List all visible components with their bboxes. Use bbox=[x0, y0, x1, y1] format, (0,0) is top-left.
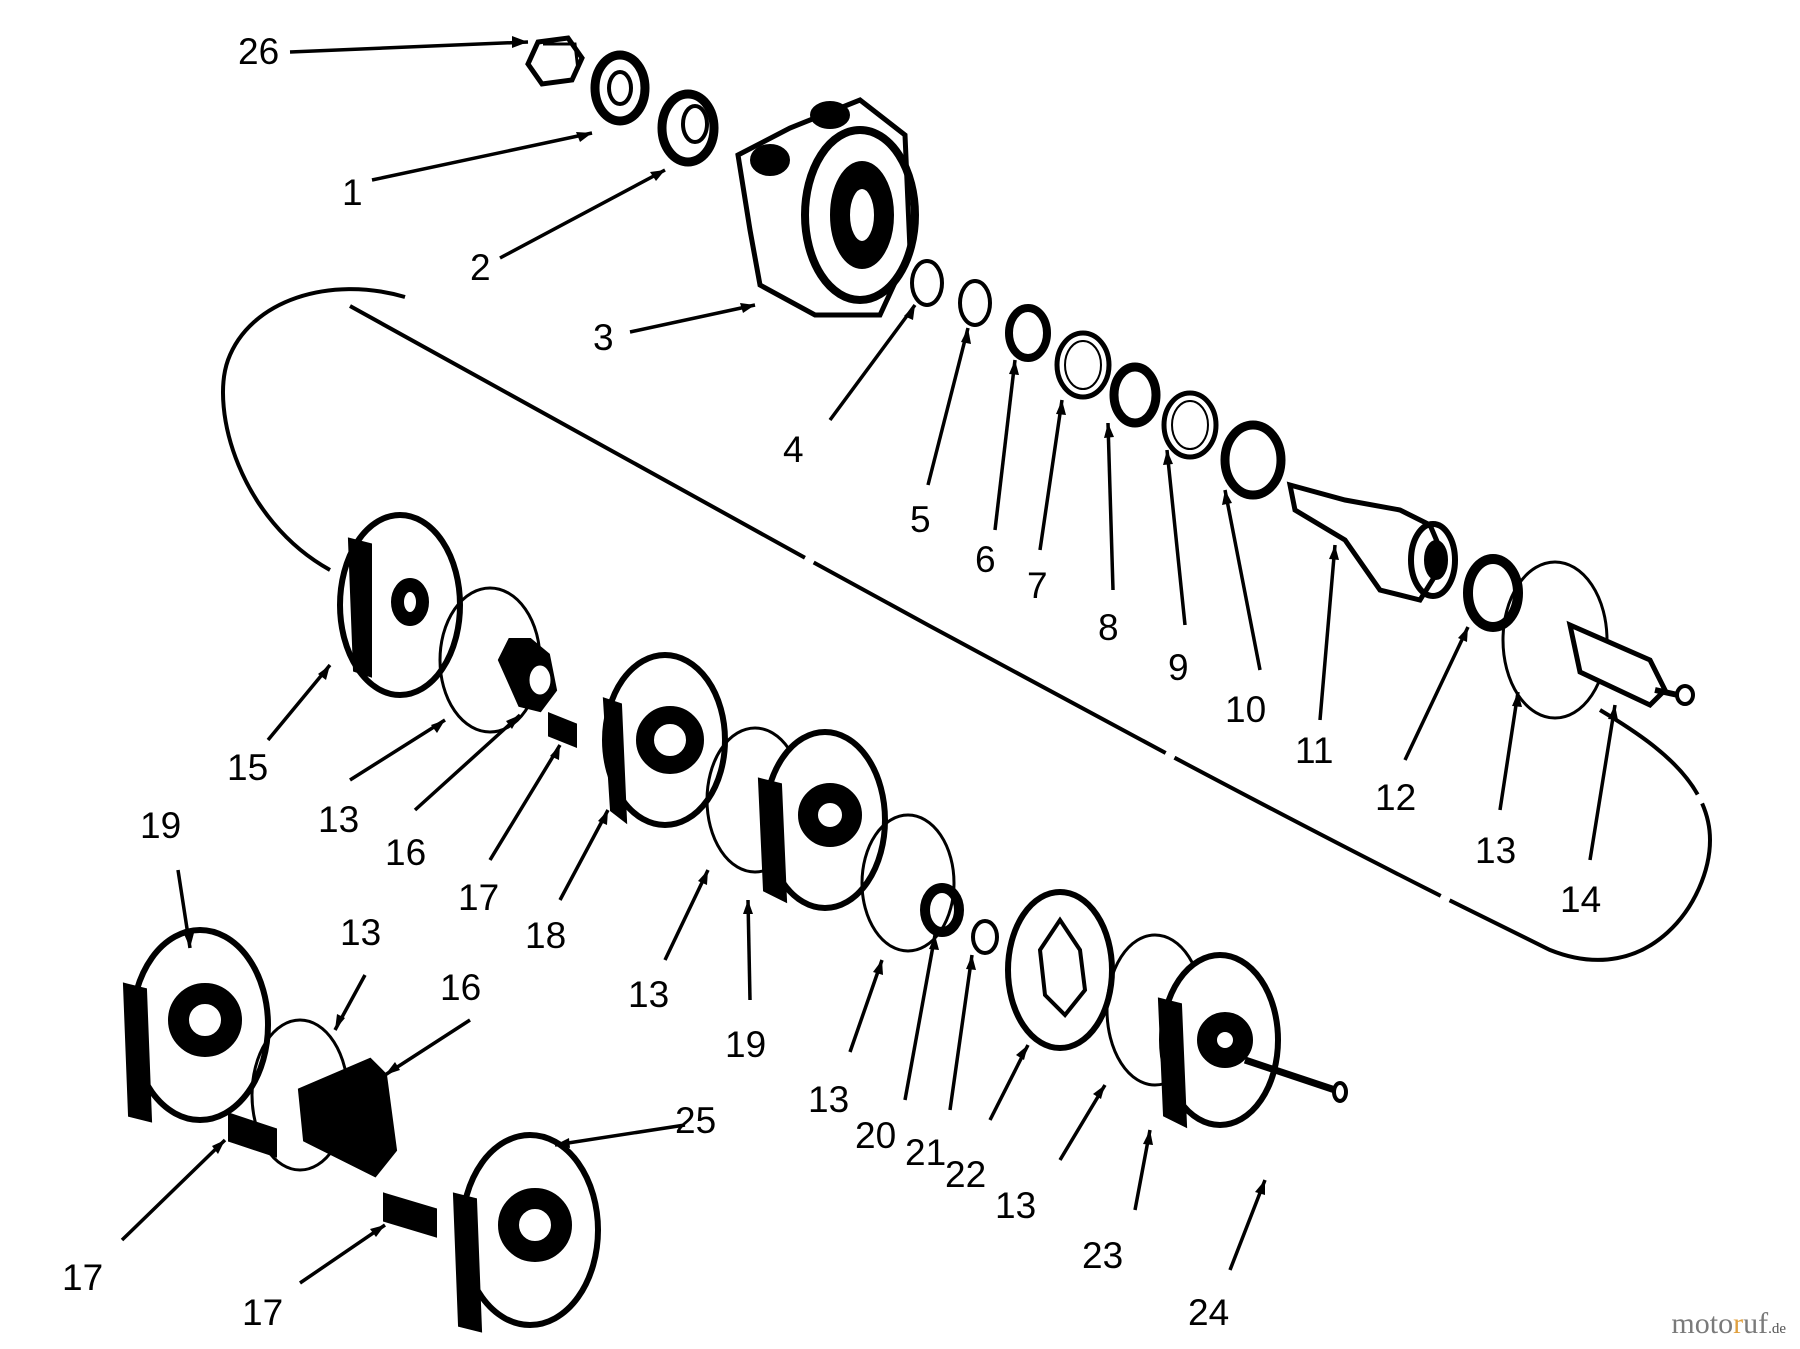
callout-19-left: 19 bbox=[140, 805, 181, 846]
part-2-bearing bbox=[657, 89, 719, 167]
callout-17-a: 17 bbox=[458, 877, 499, 918]
callout-14: 14 bbox=[1560, 879, 1601, 920]
part-22-ring-gear bbox=[1005, 889, 1115, 1051]
part-21-o-ring bbox=[971, 919, 999, 955]
callout-21: 21 bbox=[905, 1132, 946, 1173]
part-12-bearing bbox=[1463, 554, 1523, 632]
callout-11: 11 bbox=[1295, 730, 1333, 771]
part-24-bolt bbox=[1243, 1056, 1348, 1103]
callout-13-right: 13 bbox=[1475, 830, 1516, 871]
part-17-pin-a bbox=[548, 712, 577, 748]
part-5-o-ring bbox=[958, 279, 992, 327]
callout-25: 25 bbox=[675, 1100, 716, 1141]
callout-24: 24 bbox=[1188, 1292, 1229, 1333]
watermark-part1: moto bbox=[1671, 1307, 1734, 1340]
callout-3: 3 bbox=[593, 317, 614, 358]
part-8-seal-ring bbox=[1109, 362, 1161, 428]
part-4-o-ring bbox=[910, 259, 944, 307]
watermark-part3: uf bbox=[1743, 1307, 1769, 1340]
callout-26: 26 bbox=[238, 31, 279, 72]
part-17-pin-b bbox=[228, 1112, 277, 1158]
callout-13-c: 13 bbox=[808, 1079, 849, 1120]
part-16-gear-a bbox=[497, 638, 558, 713]
part-6-backup-ring bbox=[1005, 304, 1051, 362]
callout-12: 12 bbox=[1375, 777, 1416, 818]
callout-17-b: 17 bbox=[62, 1257, 103, 1298]
dashed-assembly-loop bbox=[221, 287, 1713, 962]
callout-13-b: 13 bbox=[628, 974, 669, 1015]
part-19-rotor-left bbox=[122, 927, 271, 1123]
callout-4: 4 bbox=[783, 429, 804, 470]
part-17-pin-c bbox=[383, 1192, 437, 1238]
part-19-rotor-center bbox=[757, 729, 888, 911]
callout-13-d: 13 bbox=[995, 1185, 1036, 1226]
part-11-shaft bbox=[1286, 481, 1458, 603]
callout-7: 7 bbox=[1027, 565, 1048, 606]
callout-2: 2 bbox=[470, 247, 491, 288]
watermark-logo: motoruf.de bbox=[1671, 1307, 1786, 1341]
part-23-end-cover bbox=[1157, 952, 1281, 1129]
callout-19-center: 19 bbox=[725, 1024, 766, 1065]
callout-15: 15 bbox=[227, 747, 268, 788]
callout-5: 5 bbox=[910, 499, 931, 540]
callout-17-c: 17 bbox=[242, 1292, 283, 1333]
part-15-end-plate bbox=[337, 512, 463, 698]
part-18-rotor-set bbox=[602, 652, 728, 828]
leader-arrowheads bbox=[184, 36, 1618, 1237]
part-20-bearing bbox=[920, 883, 964, 937]
leader-lines bbox=[120, 40, 1617, 1285]
callout-13-e: 13 bbox=[340, 912, 381, 953]
part-26-hex-nut bbox=[525, 35, 585, 87]
part-25-rotor bbox=[452, 1132, 601, 1333]
part-13-seal-c bbox=[860, 813, 956, 953]
callout-8: 8 bbox=[1098, 607, 1119, 648]
part-16-gear-b bbox=[297, 1057, 398, 1178]
assembly-drawing bbox=[122, 35, 1713, 1333]
callout-numbers: 26 1 2 3 4 5 6 7 8 9 10 11 12 13 14 15 1… bbox=[62, 31, 1601, 1333]
callout-6: 6 bbox=[975, 539, 996, 580]
callout-16-b: 16 bbox=[440, 967, 481, 1008]
callout-23: 23 bbox=[1082, 1235, 1123, 1276]
callout-9: 9 bbox=[1168, 647, 1189, 688]
part-1-seal bbox=[590, 50, 650, 126]
part-7-washer bbox=[1054, 330, 1112, 400]
callout-10: 10 bbox=[1225, 689, 1266, 730]
callout-13-a: 13 bbox=[318, 799, 359, 840]
part-10-bearing-ring bbox=[1220, 420, 1286, 500]
part-3-housing bbox=[735, 97, 919, 318]
watermark-part2: r bbox=[1733, 1307, 1744, 1340]
part-9-washer bbox=[1161, 390, 1219, 460]
callout-1: 1 bbox=[342, 172, 363, 213]
watermark-tld: .de bbox=[1768, 1321, 1786, 1337]
part-14-drive-shaft bbox=[1566, 620, 1695, 709]
callout-16-a: 16 bbox=[385, 832, 426, 873]
callout-20: 20 bbox=[855, 1115, 896, 1156]
callout-22: 22 bbox=[945, 1154, 986, 1195]
callout-18: 18 bbox=[525, 915, 566, 956]
